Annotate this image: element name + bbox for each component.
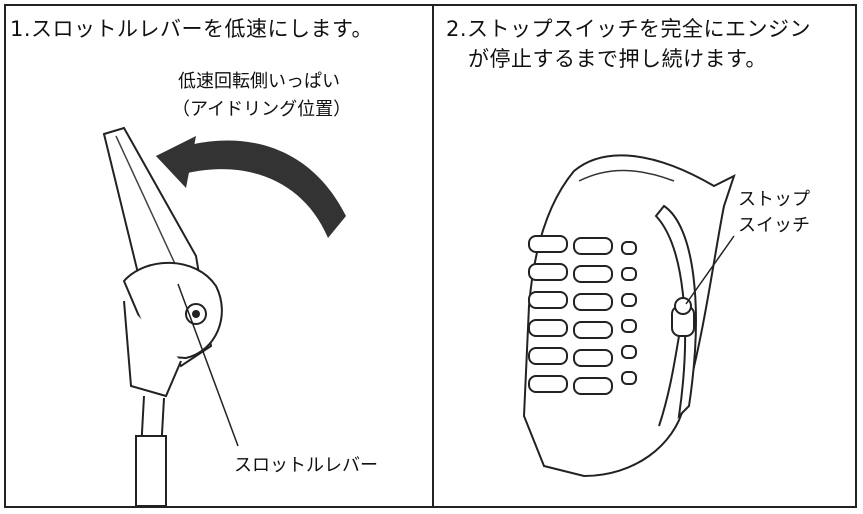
idle-position-label: （アイドリング位置） xyxy=(172,99,352,120)
panel-divider xyxy=(432,4,434,508)
step-1-number: 1. xyxy=(10,17,32,41)
step-1-panel: 1.スロットルレバーを低速にします。 低速回転側いっぱい （アイドリング位置） … xyxy=(6,6,432,506)
idle-direction-label: 低速回転側いっぱい xyxy=(178,71,340,92)
engine-stop-switch-illustration xyxy=(522,154,736,478)
throttle-lever-illustration xyxy=(102,126,346,506)
curved-arrow-icon xyxy=(156,136,346,238)
throttle-lever-label: スロットルレバー xyxy=(234,455,378,476)
step-1-heading: 1.スロットルレバーを低速にします。 xyxy=(10,14,373,44)
step-2-heading-line1: 2.ストップスイッチを完全にエンジン xyxy=(446,14,811,44)
stop-switch-label-line2: スイッチ xyxy=(738,215,810,236)
step-1-text: スロットルレバーを低速にします。 xyxy=(31,17,373,41)
step-2-number: 2. xyxy=(446,17,468,41)
stop-switch-label-line1: ストップ xyxy=(738,189,810,210)
step-2-panel: 2.ストップスイッチを完全にエンジン が停止するまで押し続けます。 xyxy=(434,6,855,506)
step-2-heading-line2: が停止するまで押し続けます。 xyxy=(468,47,767,71)
step-2-text-line1: ストップスイッチを完全にエンジン xyxy=(467,17,812,41)
